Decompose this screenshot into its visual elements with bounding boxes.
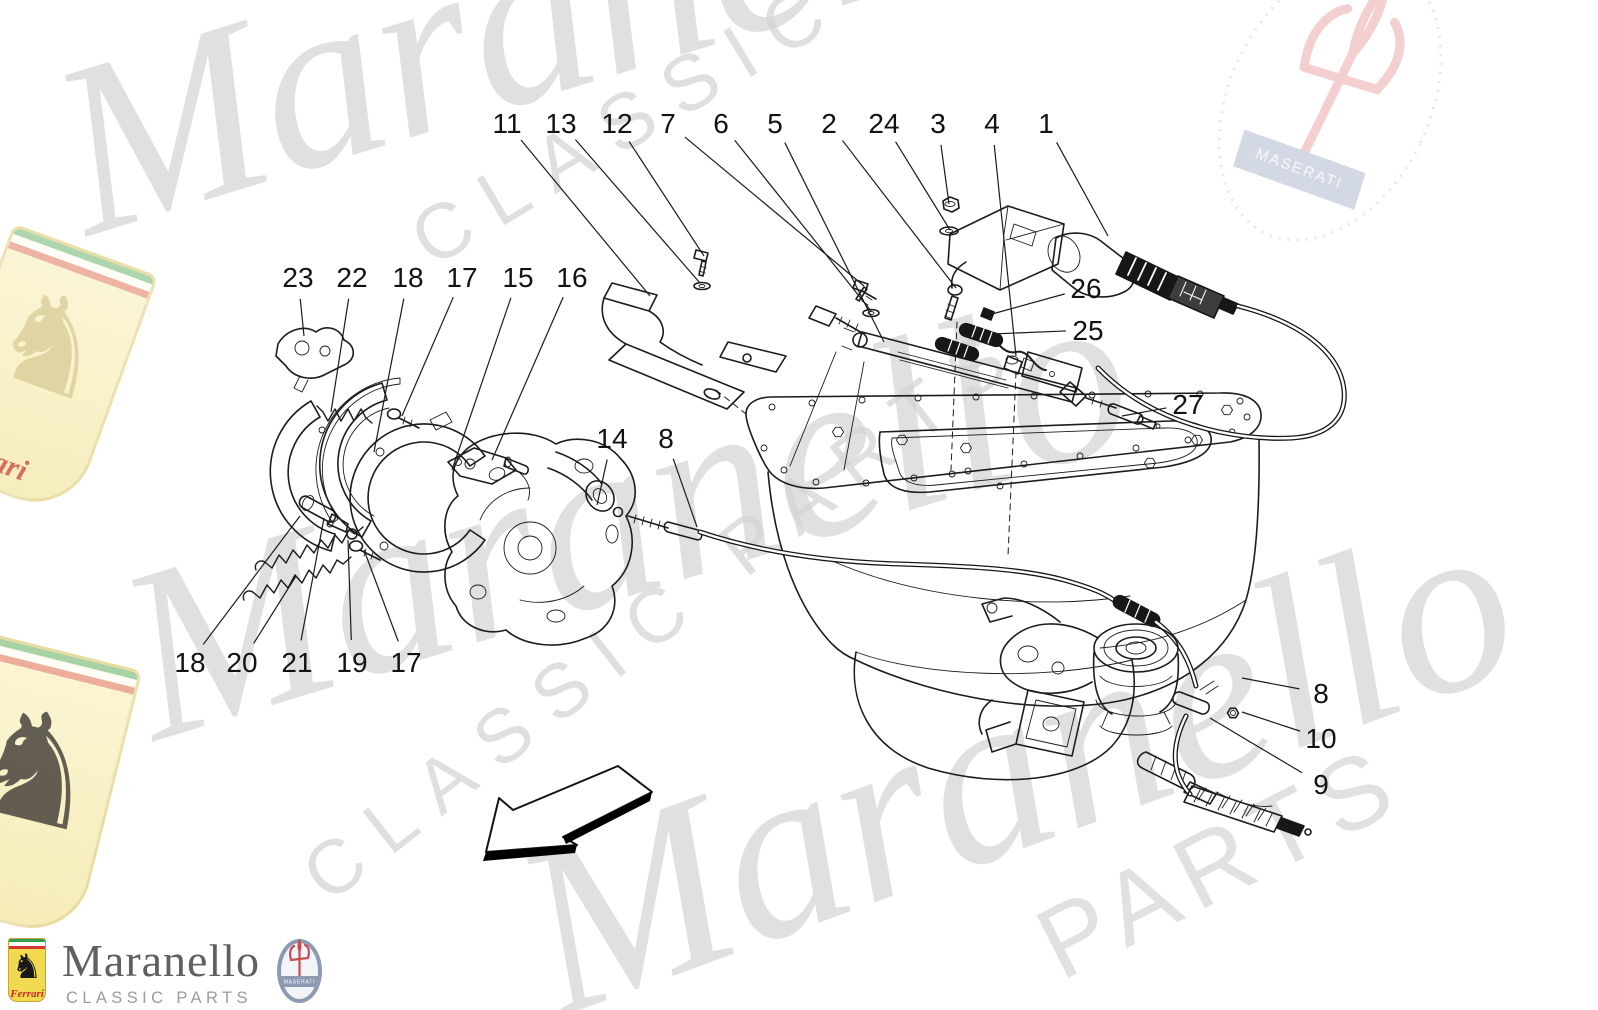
leader-line-14: [596, 459, 608, 506]
maserati-oval-icon: MASERATI: [277, 938, 323, 1003]
callout-13: 13: [545, 108, 576, 139]
leader-line-15: [451, 297, 512, 471]
callout-21: 21: [281, 647, 312, 678]
callout-11: 11: [492, 108, 521, 139]
leader-line-18: [202, 515, 301, 645]
direction-arrow: [483, 765, 653, 861]
part-brake-shoes: [242, 327, 530, 601]
callout-8: 8: [1313, 678, 1329, 709]
callout-23: 23: [282, 262, 313, 293]
callout-20: 20: [226, 647, 257, 678]
logo-text: Maranello CLASSIC PARTS: [62, 935, 261, 1008]
maranello-logo: ♞ Ferrari Maranello CLASSIC PARTS MASERA…: [8, 935, 323, 1008]
callout-19: 19: [336, 647, 367, 678]
ferrari-badge: ♞ Ferrari: [8, 938, 46, 1002]
leader-line-1: [1056, 141, 1109, 237]
callout-17: 17: [446, 262, 477, 293]
callout-18: 18: [392, 262, 423, 293]
part-cable: [627, 514, 1312, 837]
logo-subtitle: CLASSIC PARTS: [66, 989, 252, 1008]
callout-7: 7: [660, 108, 676, 139]
callout-1: 1: [1038, 108, 1054, 139]
part-equalizer: [808, 305, 1161, 430]
part-screw-washer: [852, 279, 880, 318]
leader-line-22: [330, 298, 350, 413]
leader-line-9: [1209, 717, 1303, 774]
callout-18: 18: [174, 647, 205, 678]
leader-line-24: [895, 141, 951, 231]
leader-line-8: [672, 458, 698, 528]
leader-line-27: [1121, 407, 1167, 417]
maserati-banner-label: MASERATI: [284, 980, 316, 986]
callout-25: 25: [1072, 315, 1103, 346]
maserati-badge: MASERATI: [276, 938, 323, 1004]
leader-line-17: [363, 549, 399, 642]
callout-27: 27: [1172, 389, 1203, 420]
ferrari-label: Ferrari: [10, 988, 44, 1000]
callout-6: 6: [713, 108, 729, 139]
callout-12: 12: [601, 108, 632, 139]
prancing-horse-icon: ♞: [11, 948, 43, 986]
leader-line-12: [628, 141, 705, 257]
callout-9: 9: [1313, 769, 1329, 800]
leader-line-5: [784, 142, 885, 343]
callout-14: 14: [596, 423, 627, 454]
leader-line-4: [993, 144, 1017, 357]
leader-line-2: [841, 140, 957, 289]
leader-line-18: [373, 298, 405, 453]
leader-line-13: [574, 139, 701, 284]
part-actuator: [939, 196, 1347, 441]
callout-2: 2: [821, 108, 837, 139]
callout-10: 10: [1305, 723, 1336, 754]
leader-line-20: [253, 575, 297, 644]
leader-line-21: [300, 517, 325, 641]
leader-line-19: [347, 539, 352, 641]
leader-line-11: [520, 139, 651, 297]
callout-24: 24: [868, 108, 899, 139]
leader-line-6: [734, 139, 872, 312]
callout-4: 4: [984, 108, 1000, 139]
leader-line-25: [991, 330, 1067, 335]
leader-line-10: [1241, 711, 1301, 732]
part-hub: [978, 597, 1180, 757]
callout-3: 3: [930, 108, 946, 139]
leader-line-17: [401, 296, 454, 417]
callouts: 11 13 12 7 6 5 2 24 3 4 1 23 22 18 17 15 16 14 8 26 25 27 18 20…: [174, 108, 1336, 800]
assembly-alignment-lines: [715, 321, 1017, 557]
leader-line-8: [1241, 677, 1300, 690]
logo-title: Maranello: [62, 935, 261, 986]
leader-line-16: [491, 296, 564, 461]
leader-line-7: [684, 136, 865, 287]
leader-line-23: [299, 298, 305, 337]
part-bracket: [601, 249, 745, 410]
leader-line-26: [991, 293, 1065, 315]
callout-17: 17: [390, 647, 421, 678]
callout-8: 8: [658, 423, 674, 454]
callout-22: 22: [336, 262, 367, 293]
leader-line-3: [940, 144, 950, 205]
callout-26: 26: [1070, 273, 1101, 304]
callout-5: 5: [767, 108, 783, 139]
callout-16: 16: [556, 262, 587, 293]
part-knuckle: [444, 432, 636, 646]
callout-15: 15: [502, 262, 533, 293]
italian-flag-stripes: [9, 939, 45, 949]
